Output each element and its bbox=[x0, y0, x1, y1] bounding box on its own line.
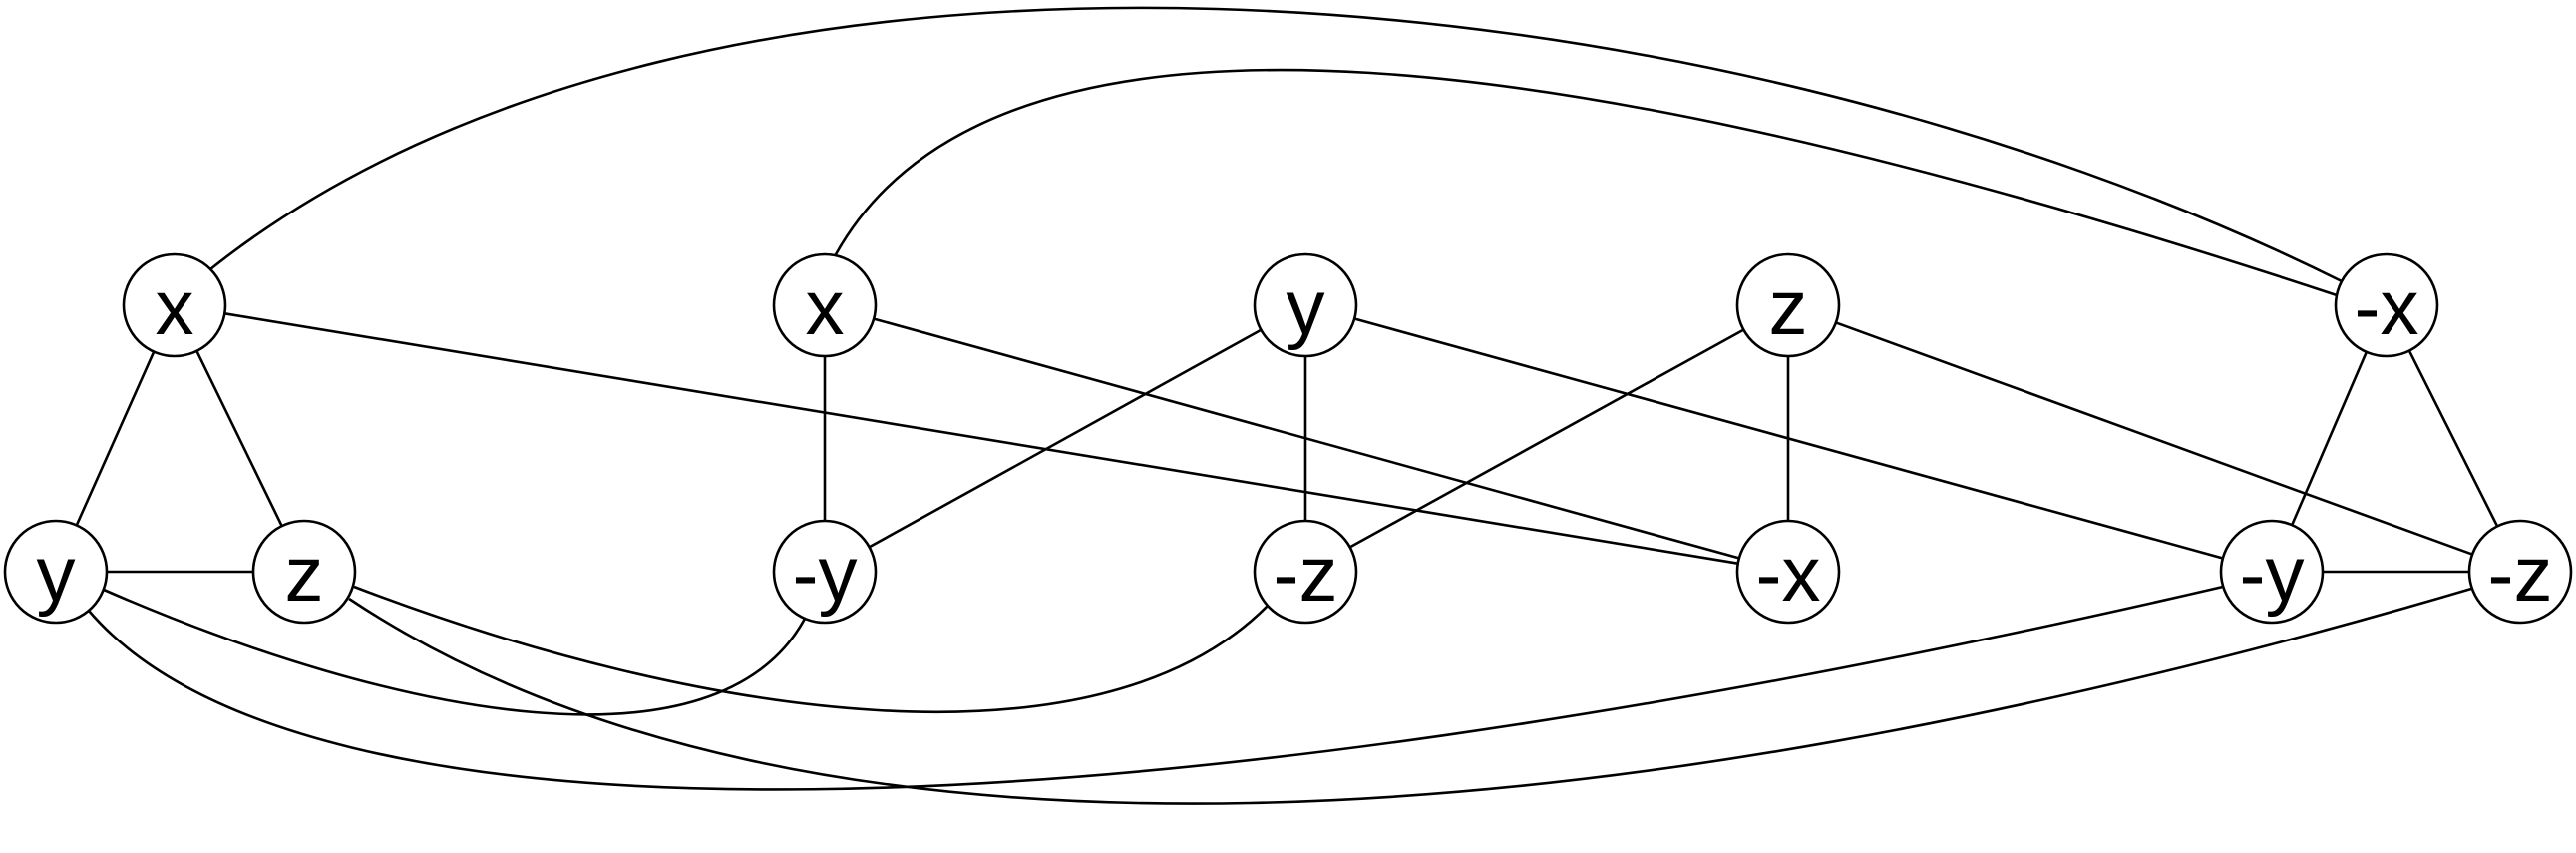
graph-node-n8: z bbox=[1735, 252, 1841, 358]
edge-n3-n7 bbox=[353, 585, 1269, 714]
graph-node-n2: y bbox=[3, 519, 109, 625]
edge-n1-n2 bbox=[75, 351, 156, 526]
node-circle bbox=[251, 519, 357, 625]
node-circle bbox=[2334, 252, 2439, 358]
edge-n4-n10 bbox=[833, 68, 2338, 297]
node-label: -z bbox=[1274, 530, 1338, 618]
edge-n8-n12 bbox=[1835, 321, 2473, 556]
graph-node-n9: -x bbox=[1735, 519, 1841, 625]
edge-n6-n5 bbox=[868, 328, 1263, 549]
graph-node-n1: x bbox=[122, 252, 227, 358]
edge-n1-n9 bbox=[224, 312, 1738, 565]
edge-n10-n12 bbox=[2407, 349, 2499, 528]
node-label: -y bbox=[793, 530, 858, 618]
node-label: -z bbox=[2488, 530, 2553, 618]
node-circle bbox=[1735, 252, 1841, 358]
node-label: x bbox=[156, 263, 194, 351]
node-label: x bbox=[806, 263, 845, 351]
edge-n8-n7 bbox=[1349, 328, 1744, 549]
node-label: z bbox=[285, 530, 324, 618]
edge-n6-n11 bbox=[1353, 317, 2224, 560]
graph-node-n11: -y bbox=[2219, 519, 2325, 625]
edge-n2-n11 bbox=[88, 585, 2224, 791]
edge-n10-n11 bbox=[2290, 351, 2369, 526]
node-label: y bbox=[1287, 263, 1325, 351]
node-label: z bbox=[1769, 263, 1808, 351]
edge-n1-n3 bbox=[195, 350, 283, 527]
node-circle bbox=[1253, 252, 1358, 358]
edge-n2-n5 bbox=[103, 588, 807, 716]
graph-node-n4: x bbox=[772, 252, 878, 358]
graph-node-n12: -z bbox=[2467, 519, 2573, 625]
node-label: y bbox=[37, 530, 76, 618]
node-circle bbox=[2219, 519, 2325, 625]
node-circle bbox=[3, 519, 109, 625]
graph-node-n10: -x bbox=[2334, 252, 2439, 358]
graph-node-n5: -y bbox=[772, 519, 878, 625]
edge-n1-n10 bbox=[209, 6, 2343, 283]
node-circle bbox=[772, 252, 878, 358]
node-circle bbox=[122, 252, 227, 358]
edge-n4-n9 bbox=[873, 317, 1740, 560]
edge-layer bbox=[75, 6, 2499, 805]
node-label: -x bbox=[1756, 530, 1821, 618]
graph-node-n7: -z bbox=[1253, 519, 1358, 625]
graph-node-n3: z bbox=[251, 519, 357, 625]
node-label: -x bbox=[2355, 263, 2419, 351]
graph-node-n6: y bbox=[1253, 252, 1358, 358]
node-label: -y bbox=[2240, 530, 2305, 618]
node-circle bbox=[2467, 519, 2573, 625]
edge-n3-n12 bbox=[348, 587, 2472, 805]
node-circle bbox=[772, 519, 878, 625]
node-circle bbox=[1253, 519, 1358, 625]
node-layer: x y z x -y y -z z -x -x -y -z bbox=[3, 252, 2573, 625]
node-circle bbox=[1735, 519, 1841, 625]
